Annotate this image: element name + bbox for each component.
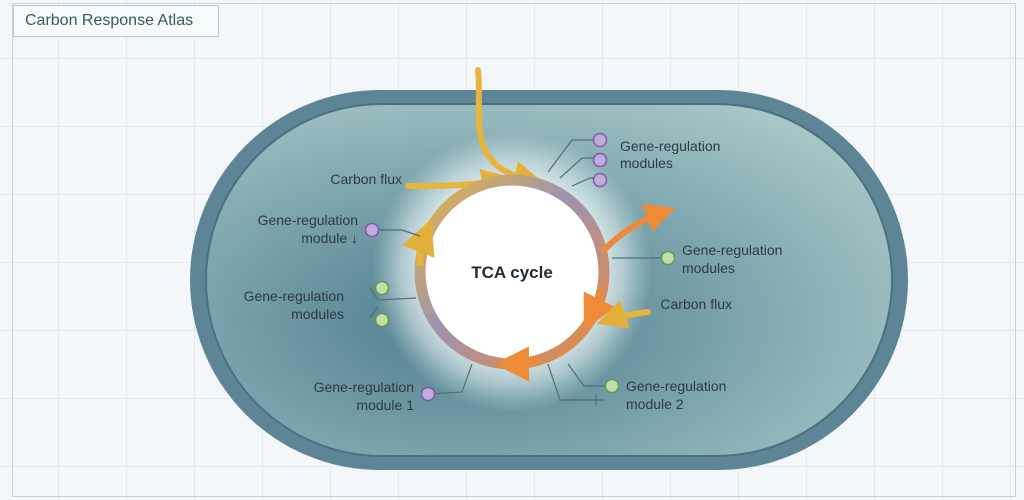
module-bottom-right-line2: module 2 <box>626 396 684 412</box>
module-top-right-line2: modules <box>620 155 673 171</box>
regulation-node <box>374 280 390 296</box>
module-bottom-left-line1: Gene-regulation <box>314 379 414 395</box>
carbon-flux-left-label: Carbon flux <box>330 171 402 187</box>
module-bottom-right-line1: Gene-regulation <box>626 378 726 394</box>
carbon-flux-right-label: Carbon flux <box>660 296 732 312</box>
regulation-node <box>364 222 380 238</box>
module-top-right-line1: Gene-regulation <box>620 138 720 154</box>
module-right-mid-line1: Gene-regulation <box>682 242 782 258</box>
regulation-connectors <box>369 139 666 406</box>
carbon-flux-out-arrow <box>601 203 676 253</box>
tca-cycle-label: TCA cycle <box>471 263 553 282</box>
ring-arrow-right <box>583 289 616 331</box>
module-left-upper-line1: Gene-regulation <box>258 212 358 228</box>
regulation-node <box>604 378 620 394</box>
atlas-title: Carbon Response Atlas <box>13 5 219 37</box>
regulation-node <box>374 312 390 328</box>
module-bottom-left-line2: module 1 <box>356 397 414 413</box>
module-right-mid-line2: modules <box>682 260 735 276</box>
module-left-mid-line2: modules <box>291 306 344 322</box>
regulation-node <box>420 386 436 402</box>
carbon-flux-right-arrow <box>596 300 651 329</box>
regulation-node <box>592 172 608 188</box>
module-left-upper-line2: module ↓ <box>301 230 358 246</box>
regulation-node <box>660 250 676 266</box>
regulation-node <box>592 132 608 148</box>
module-left-mid-line1: Gene-regulation <box>244 288 344 304</box>
ring-arrow-bottom <box>494 346 541 382</box>
ring-arrow-left <box>401 219 435 267</box>
tca-core <box>420 180 604 364</box>
regulation-node <box>592 152 608 168</box>
